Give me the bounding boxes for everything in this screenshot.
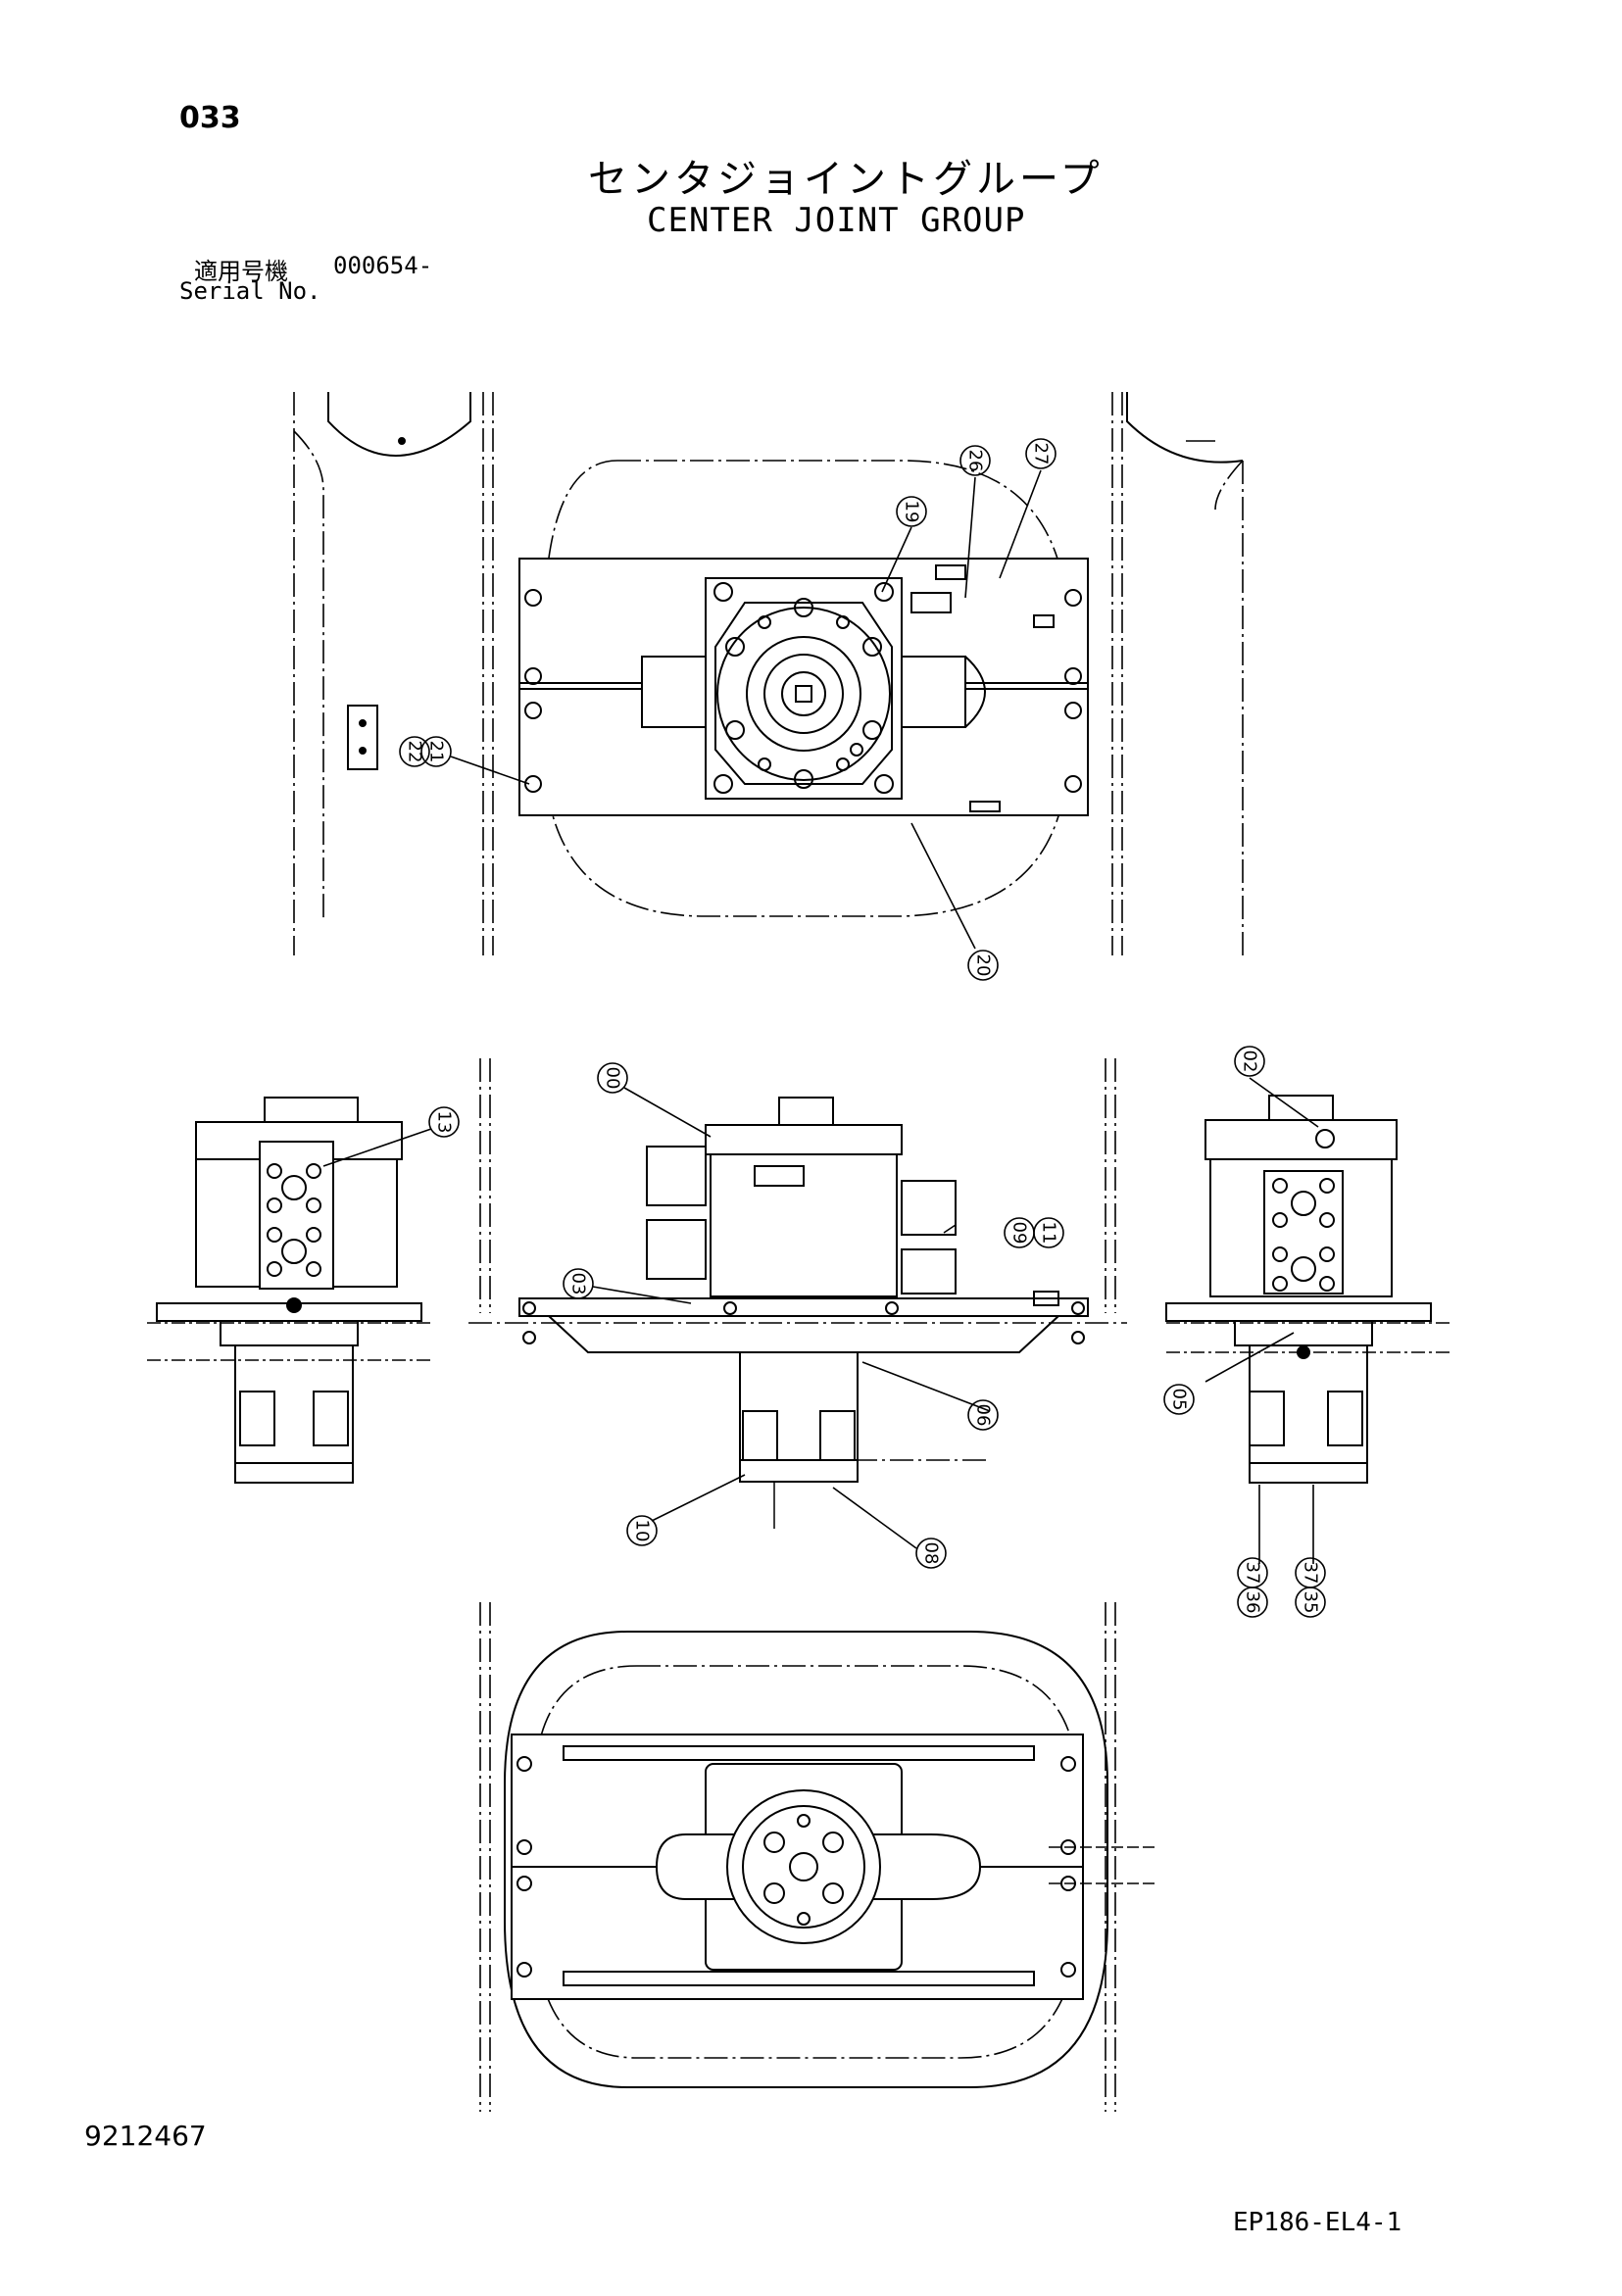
callout-26-label: 26	[965, 450, 986, 472]
callout-11-label: 11	[1039, 1222, 1059, 1245]
callout-26: 26	[959, 445, 991, 476]
callout-06-label: 06	[973, 1404, 994, 1427]
callout-19: 19	[896, 496, 927, 527]
callout-06: 06	[967, 1399, 999, 1431]
callout-36-label: 36	[1243, 1591, 1263, 1614]
callout-37-b-label: 37	[1301, 1562, 1321, 1585]
leader-lines	[322, 469, 1319, 1564]
callout-10-label: 10	[632, 1520, 653, 1542]
callout-10: 10	[626, 1515, 658, 1546]
callout-19-label: 19	[902, 501, 922, 523]
top-plan-view	[293, 392, 1244, 955]
front-view	[468, 1058, 1127, 1529]
callout-02: 02	[1234, 1046, 1265, 1077]
callout-20-label: 20	[973, 954, 994, 977]
callout-00: 00	[597, 1062, 628, 1094]
callout-27-label: 27	[1031, 443, 1052, 465]
callout-05: 05	[1163, 1384, 1195, 1415]
callout-00-label: 00	[603, 1067, 623, 1090]
callout-36: 36	[1237, 1587, 1268, 1618]
callout-20: 20	[967, 950, 999, 981]
callout-11: 11	[1033, 1217, 1064, 1248]
title-japanese: センタジョイントグループ	[588, 157, 1104, 202]
left-side-view	[147, 1097, 431, 1484]
document-id: 9212467	[84, 2120, 207, 2152]
callout-05-label: 05	[1169, 1389, 1190, 1411]
callouts: 19 26 27 22 21 20 13 00	[399, 438, 1326, 1618]
callout-21-label: 21	[426, 741, 447, 763]
callout-22: 22	[399, 736, 430, 767]
callout-08: 08	[915, 1538, 947, 1569]
callout-27: 27	[1025, 438, 1057, 469]
serial-value: 000654-	[333, 252, 433, 279]
bottom-plan-view	[479, 1602, 1156, 2112]
right-side-view	[1165, 1095, 1450, 1484]
sheet-code: EP186-EL4-1	[1233, 2208, 1402, 2237]
callout-22-label: 22	[405, 741, 425, 763]
callout-02-label: 02	[1240, 1050, 1260, 1073]
callout-35: 35	[1295, 1587, 1326, 1618]
callout-09: 09	[1004, 1217, 1035, 1248]
callout-13: 13	[428, 1106, 460, 1138]
callout-35-label: 35	[1301, 1591, 1321, 1614]
callout-37-a: 37	[1237, 1557, 1268, 1588]
serial-label-english: Serial No.	[179, 277, 321, 305]
callout-13-label: 13	[434, 1111, 455, 1134]
callout-09-label: 09	[1009, 1222, 1030, 1245]
callout-37-b: 37	[1295, 1557, 1326, 1588]
title-english: CENTER JOINT GROUP	[647, 201, 1026, 240]
callout-08-label: 08	[921, 1542, 942, 1565]
callout-21: 21	[420, 736, 452, 767]
callout-03: 03	[563, 1268, 594, 1299]
callout-37-a-label: 37	[1243, 1562, 1263, 1585]
serial-label-japanese: 適用号機	[194, 258, 288, 285]
page-number: 033	[179, 101, 241, 135]
callout-03-label: 03	[568, 1273, 589, 1295]
